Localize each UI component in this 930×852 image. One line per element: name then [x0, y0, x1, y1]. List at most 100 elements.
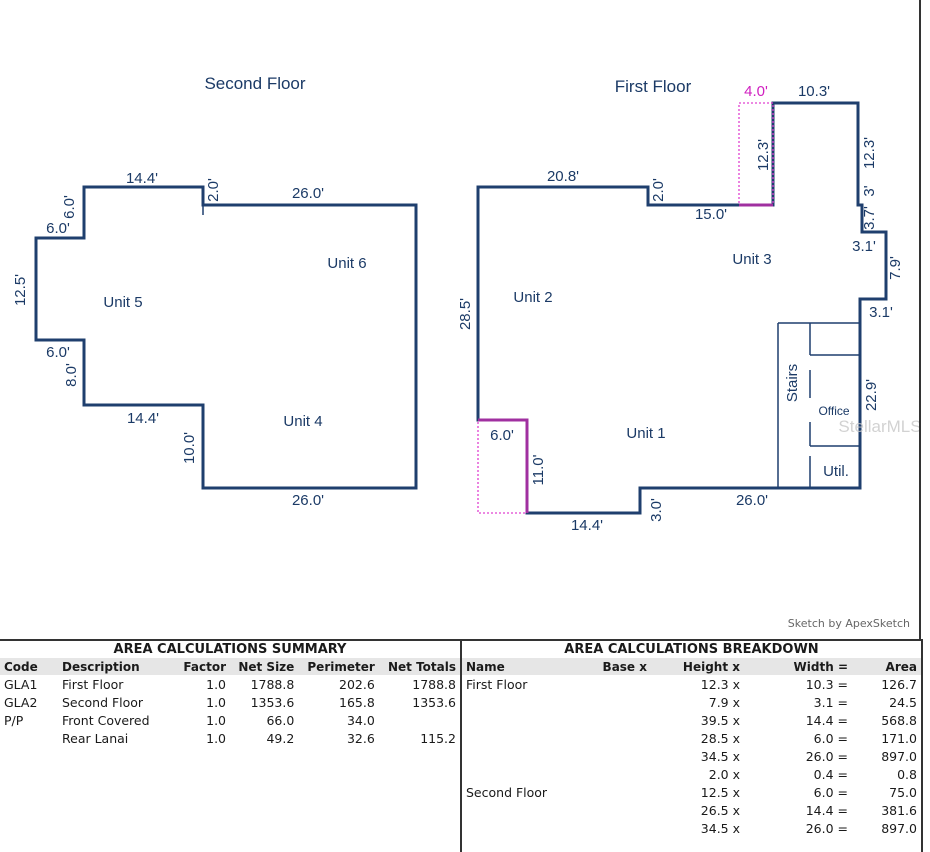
breakdown-row-cell: 26.5 x: [700, 802, 740, 818]
breakdown-row-cell: 6.0 =: [813, 730, 848, 746]
dim-label: 26.0': [292, 492, 324, 509]
breakdown-row-cell: [462, 693, 588, 711]
summary-row-cell: 165.8: [339, 694, 375, 710]
breakdown-row-cell: Second Floor: [466, 784, 548, 800]
unit2-label: Unit 2: [513, 289, 552, 306]
breakdown-row-cell: [588, 729, 651, 747]
breakdown-row-cell: [588, 693, 651, 711]
breakdown-row-cell: [588, 801, 651, 819]
breakdown-row-cell: [588, 819, 651, 837]
dim-label: 14.4': [126, 170, 158, 187]
summary-row-cell: 115.2: [420, 730, 456, 746]
breakdown-row-cell: 26.0 =: [805, 748, 848, 764]
summary-header: Code: [0, 658, 58, 675]
breakdown-header: Width =: [744, 658, 852, 675]
second-floor-title: Second Floor: [204, 74, 305, 93]
dim-label: 28.5': [457, 298, 474, 330]
summary-header: Factor: [176, 658, 231, 675]
summary-header: Description: [58, 658, 176, 675]
breakdown-row-cell: 12.3 x: [700, 676, 740, 692]
breakdown-header: Base x: [588, 658, 651, 675]
summary-title: AREA CALCULATIONS SUMMARY: [0, 641, 460, 658]
summary-header: Net Totals: [378, 658, 460, 675]
summary-row-cell: 1.0: [206, 694, 227, 710]
dim-label: 2.0': [650, 178, 667, 202]
summary-panel: AREA CALCULATIONS SUMMARY Code Descripti…: [0, 641, 462, 852]
breakdown-row-cell: 3.1 =: [813, 694, 848, 710]
dim-label: 12.5': [12, 274, 29, 306]
breakdown-row-cell: [588, 747, 651, 765]
summary-row-cell: GLA2: [4, 694, 38, 710]
breakdown-row-cell: 0.4 =: [813, 766, 848, 782]
dim-label: 10.0': [181, 432, 198, 464]
summary-table: Code Description Factor Net Size Perimet…: [0, 658, 460, 747]
dim-label: 15.0': [695, 206, 727, 223]
unit4-label: Unit 4: [283, 413, 322, 430]
office-label: Office: [818, 404, 849, 418]
breakdown-row: 2.0 x 0.4 = 0.8: [462, 765, 921, 783]
dim-label: 8.0': [63, 363, 80, 387]
summary-row-cell: P/P: [4, 712, 24, 728]
summary-header: Perimeter: [298, 658, 379, 675]
breakdown-row-cell: 568.8: [881, 712, 917, 728]
summary-row-cell: 202.6: [339, 676, 375, 692]
dim-label: 3.7': [861, 206, 878, 230]
dim-label: 12.3': [861, 137, 878, 169]
dim-label: 20.8': [547, 168, 579, 185]
breakdown-row-cell: 126.7: [881, 676, 917, 692]
summary-row-cell: 34.0: [346, 712, 375, 728]
util-label: Util.: [823, 463, 849, 480]
breakdown-row: 26.5 x 14.4 = 381.6: [462, 801, 921, 819]
breakdown-row-cell: [588, 783, 651, 801]
area-tables: AREA CALCULATIONS SUMMARY Code Descripti…: [0, 639, 923, 852]
breakdown-header: Name: [462, 658, 588, 675]
breakdown-row-cell: 897.0: [881, 748, 917, 764]
unit1-label: Unit 1: [626, 425, 665, 442]
dim-label: 26.0': [292, 185, 324, 202]
breakdown-row-cell: 381.6: [881, 802, 917, 818]
summary-row-cell: 1353.6: [412, 694, 456, 710]
page-border: [919, 0, 921, 640]
dim-label: 4.0': [744, 83, 768, 100]
dim-label: 10.3': [798, 83, 830, 100]
breakdown-row-cell: 6.0 =: [813, 784, 848, 800]
breakdown-row-cell: [462, 765, 588, 783]
breakdown-row-cell: [588, 765, 651, 783]
floor-plan-sketch: Second Floor First Floor Unit 5 Unit 6 U…: [12, 74, 922, 534]
breakdown-row-cell: [462, 819, 588, 837]
breakdown-header: Height x: [651, 658, 744, 675]
breakdown-row-cell: 12.5 x: [700, 784, 740, 800]
dim-label: 3': [861, 185, 878, 196]
breakdown-header: Area: [852, 658, 921, 675]
breakdown-panel: AREA CALCULATIONS BREAKDOWN Name Base x …: [462, 641, 921, 852]
dim-label: 6.0': [490, 427, 514, 444]
breakdown-row: 34.5 x 26.0 = 897.0: [462, 747, 921, 765]
breakdown-row-cell: 24.5: [889, 694, 917, 710]
breakdown-row-cell: 34.5 x: [700, 748, 740, 764]
unit6-label: Unit 6: [327, 255, 366, 272]
dim-label: 3.1': [852, 238, 876, 255]
summary-row-cell: [0, 729, 58, 747]
breakdown-row-cell: 2.0 x: [708, 766, 740, 782]
summary-row-cell: Second Floor: [62, 694, 144, 710]
dim-label: 14.4': [571, 517, 603, 534]
breakdown-row-cell: 0.8: [897, 766, 917, 782]
breakdown-row-cell: [462, 747, 588, 765]
breakdown-row-cell: 14.4 =: [805, 802, 848, 818]
dim-label: 14.4': [127, 410, 159, 427]
summary-row-cell: 49.2: [266, 730, 295, 746]
breakdown-row-cell: [462, 711, 588, 729]
dim-label: 3.0': [648, 498, 665, 522]
dim-label: 7.9': [887, 256, 904, 280]
summary-row-cell: [379, 711, 460, 729]
summary-row-cell: First Floor: [62, 676, 124, 692]
breakdown-title: AREA CALCULATIONS BREAKDOWN: [462, 641, 921, 658]
dim-label: 2.0': [205, 178, 222, 202]
summary-header: Net Size: [230, 658, 299, 675]
